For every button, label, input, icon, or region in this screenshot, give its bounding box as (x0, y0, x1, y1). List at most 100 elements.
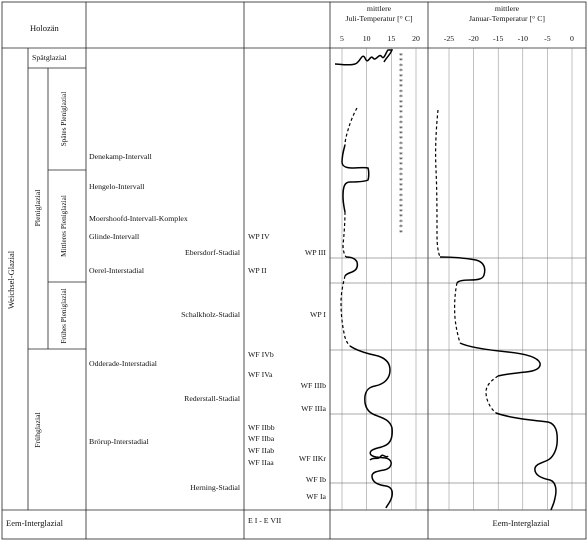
asterisk-mark: * (399, 171, 403, 180)
july-tick-label: 20 (412, 34, 420, 43)
stage-label: Denekamp-Intervall (89, 152, 153, 161)
asterisk-mark: * (399, 145, 403, 154)
code-label: WF IIba (248, 434, 275, 443)
middle-pleni-label: Mittleres Pleniglazial (60, 195, 68, 257)
code-label: WF IIbb (248, 423, 275, 432)
pleniglacial-label: Pleniglazial (33, 189, 42, 227)
early-pleni-label: Frühes Pleniglazial (60, 288, 68, 343)
asterisk-mark: * (399, 129, 403, 138)
asterisk-mark: * (399, 108, 403, 117)
asterisk-mark: * (399, 72, 403, 81)
july-title-line2: Juli-Temperatur [° C] (345, 14, 412, 23)
stage-label: Brörup-Interstadial (89, 437, 150, 446)
asterisk-mark: * (399, 82, 403, 91)
code-label: E I - E VII (248, 516, 282, 525)
stage-label: Schalkholz-Stadial (181, 310, 241, 319)
july-temperature-dashed (344, 107, 358, 146)
code-label: WF IIIa (301, 404, 326, 413)
asterisk-mark: * (399, 155, 403, 164)
code-label: WF Ia (306, 492, 326, 501)
asterisk-mark: * (399, 119, 403, 128)
stage-label: Herning-Stadial (190, 483, 241, 492)
january-title-line2: Januar-Temperatur [° C] (469, 14, 545, 23)
code-label: WF IVa (248, 370, 273, 379)
asterisk-mark: * (399, 165, 403, 174)
code-label: WP I (310, 310, 326, 319)
stage-label: Rederstall-Stadial (184, 394, 241, 403)
early-glacial-label: Frühglazial (33, 411, 42, 447)
asterisk-mark: * (399, 186, 403, 195)
january-tick-label: -5 (544, 34, 551, 43)
january-temperature-dashed (454, 282, 461, 344)
weichsel-label: Weichsel-Glazial (6, 250, 16, 309)
january-tick-label: -20 (468, 34, 478, 43)
july-axis: 5 10 15 20 (340, 34, 420, 43)
asterisk-mark: * (399, 212, 403, 221)
asterisk-mark: * (399, 124, 403, 133)
code-label: WF IIKr (299, 454, 326, 463)
january-title-line1: mittlere (495, 4, 520, 13)
july-temperature-curve (341, 144, 370, 213)
january-temperature-curve (439, 256, 486, 284)
january-temperature-dashed (485, 375, 499, 414)
code-label: WF IIaa (248, 458, 274, 467)
asterisk-mark: * (399, 93, 403, 102)
code-label: WF IIab (248, 446, 274, 455)
late-glacial-label: Spätglazial (32, 53, 67, 62)
code-label: WF IIIb (301, 381, 326, 390)
asterisk-mark: * (399, 223, 403, 232)
code-label: WP II (248, 266, 267, 275)
asterisk-mark: * (399, 103, 403, 112)
code-label: WF IVb (248, 350, 274, 359)
january-temperature-curve (495, 412, 558, 511)
asterisk-mark: * (399, 134, 403, 143)
july-temperature-dashed (340, 275, 351, 347)
stage-label: Odderade-Interstadial (89, 359, 158, 368)
code-label: WP III (305, 248, 327, 257)
asterisk-mark: * (399, 98, 403, 107)
asterisk-mark: * (399, 176, 403, 185)
asterisk-mark: * (399, 150, 403, 159)
january-gridlines (448, 48, 573, 510)
stage-label: Ebersdorf-Stadial (185, 248, 241, 257)
code-label: WF Ib (306, 475, 326, 484)
eem-interglacial-label: Eem-Interglazial (6, 518, 64, 528)
asterisk-mark: * (399, 56, 403, 65)
january-tick-label: 0 (570, 34, 574, 43)
stage-label: Oerel-Interstadial (89, 266, 145, 275)
july-title-line1: mittlere (367, 4, 392, 13)
asterisk-mark: * (399, 77, 403, 86)
code-label: WP IV (248, 232, 270, 241)
asterisk-mark: * (399, 202, 403, 211)
late-pleni-label: Spätes Pleniglazial (60, 92, 68, 147)
january-temperature-dashed (435, 109, 441, 258)
asterisk-mark: * (399, 67, 403, 76)
asterisk-mark: * (399, 61, 403, 70)
july-temperature-curve (344, 256, 359, 277)
stage-label: Moershoofd-Intervall-Komplex (89, 214, 188, 223)
july-temperature-curve (349, 345, 393, 509)
asterisk-mark: * (399, 113, 403, 122)
asterisk-mark: * (399, 160, 403, 169)
july-tick-label: 15 (387, 34, 395, 43)
asterisk-column: *********************************** (399, 51, 403, 237)
july-temperature-curve (369, 454, 389, 461)
january-tick-label: -10 (518, 34, 528, 43)
asterisk-mark: * (399, 139, 403, 148)
asterisk-mark: * (399, 51, 403, 60)
asterisk-mark: * (399, 197, 403, 206)
july-temperature-curve (334, 49, 394, 66)
holocene-label: Holozän (30, 23, 60, 33)
asterisk-mark: * (399, 87, 403, 96)
asterisk-mark: * (399, 217, 403, 226)
july-tick-label: 5 (340, 34, 344, 43)
asterisk-mark: * (399, 228, 403, 237)
eem-label: Eem-Interglazial (493, 518, 551, 528)
january-tick-label: -15 (493, 34, 503, 43)
july-tick-label: 10 (363, 34, 371, 43)
asterisk-mark: * (399, 191, 403, 200)
asterisk-mark: * (399, 207, 403, 216)
